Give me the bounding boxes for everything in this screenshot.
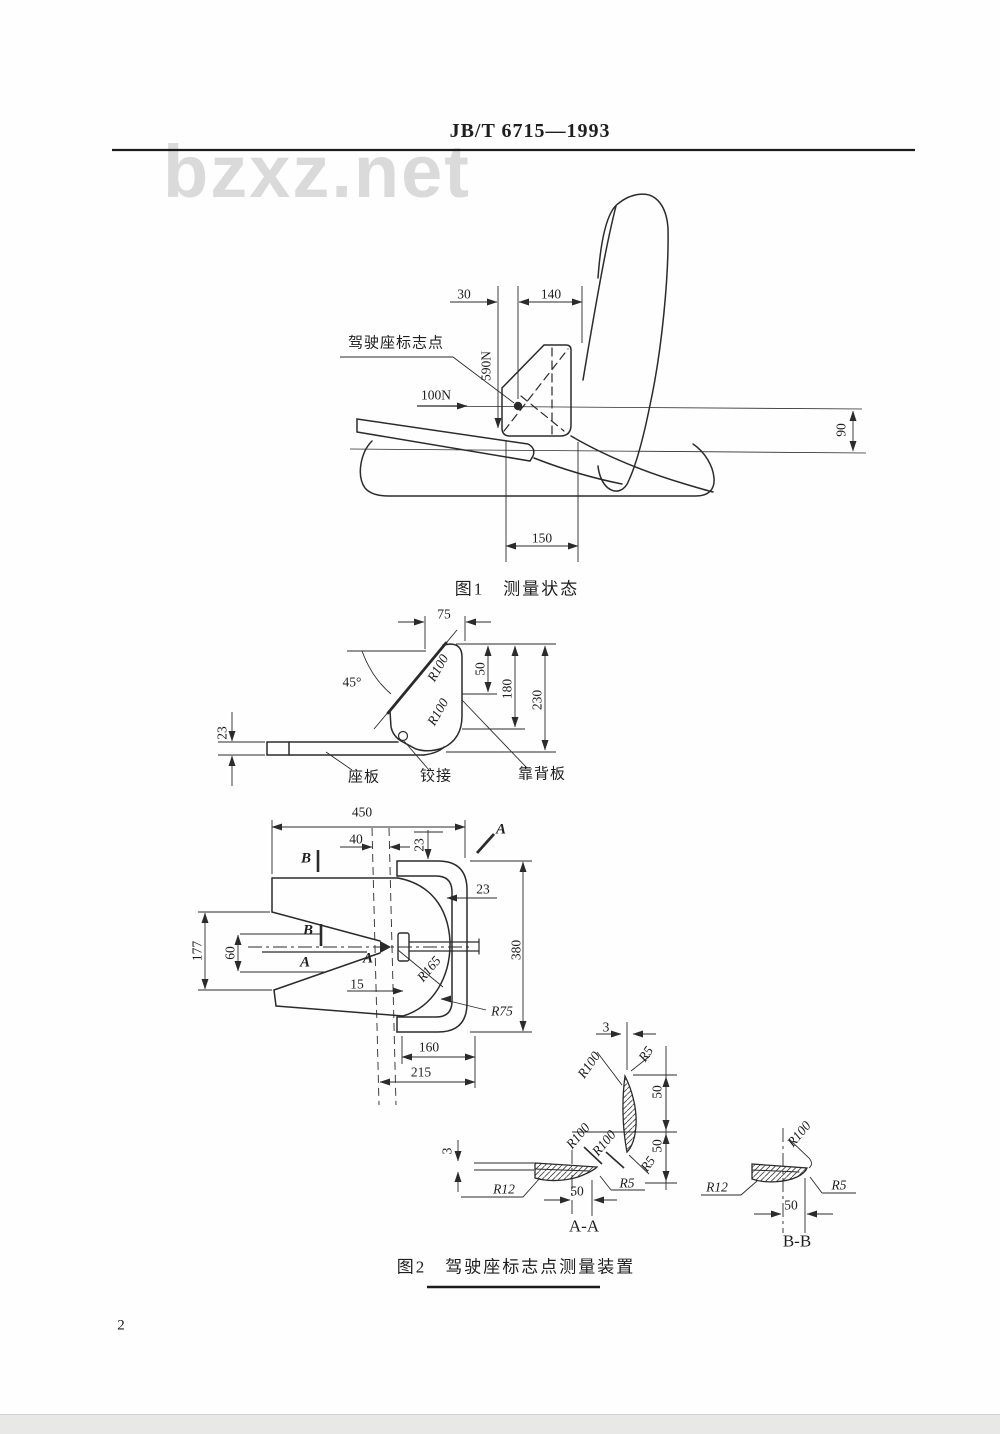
r5-top-leader bbox=[630, 1055, 651, 1072]
backrest-board-leader bbox=[461, 699, 528, 769]
fig2c-dim-50-bottom: 50 bbox=[570, 1183, 584, 1199]
r12-leader bbox=[461, 1177, 541, 1198]
fig2a-label-hinge: 铰接 bbox=[419, 768, 453, 785]
fig1-dim-140: 140 bbox=[540, 286, 562, 302]
fig2b-section-a-left: A bbox=[299, 954, 311, 971]
seat-lens-section-aa bbox=[534, 1162, 599, 1182]
angle-arc bbox=[361, 650, 392, 695]
section-a-tick-topright bbox=[475, 833, 496, 854]
page-number: 2 bbox=[117, 1317, 125, 1334]
fig1-dim-150: 150 bbox=[531, 530, 553, 546]
backrest-channel-outer bbox=[396, 860, 468, 1033]
scan-bottom-band bbox=[0, 1414, 1000, 1434]
fig2b-dim-380: 380 bbox=[508, 939, 524, 961]
section-aa-title: A-A bbox=[568, 1216, 600, 1236]
fig2d-dim-50: 50 bbox=[784, 1197, 798, 1213]
fig2b-dim-177: 177 bbox=[189, 940, 205, 962]
hinge-circle bbox=[397, 730, 409, 742]
fig2b-dim-23-right: 23 bbox=[476, 881, 490, 897]
r75-leader bbox=[440, 995, 487, 1011]
watermark: bzxz.net bbox=[163, 130, 471, 213]
section-bb-title: B-B bbox=[782, 1231, 812, 1251]
figure2-section-aa-dims bbox=[454, 1022, 677, 1216]
r100-leader bbox=[788, 1138, 812, 1169]
fig2c-dim-50-lower: 50 bbox=[649, 1139, 665, 1153]
fig2d-r5: R5 bbox=[831, 1177, 847, 1193]
fig2b-dim-160: 160 bbox=[418, 1039, 440, 1055]
fig1-force-590n: 590N bbox=[478, 351, 494, 381]
figure2-section-aa bbox=[534, 1073, 637, 1182]
figure2-caption: 图2 驾驶座标志点测量装置 bbox=[396, 1257, 636, 1277]
r5-bottom-leader bbox=[628, 1154, 650, 1175]
figure1-drawing bbox=[356, 193, 715, 497]
notch-lower-edge bbox=[273, 952, 381, 991]
figure2-side-view-dims bbox=[218, 616, 556, 786]
fig2c-dim-50-upper: 50 bbox=[649, 1085, 665, 1099]
figure2-plan-view bbox=[271, 860, 480, 1033]
fig2a-label-backrest-board: 靠背板 bbox=[517, 766, 567, 783]
fig2c-r5-tip: R5 bbox=[619, 1175, 635, 1191]
notch-upper-edge bbox=[271, 911, 381, 942]
fig1-force-100n: 100N bbox=[421, 387, 451, 403]
fig1-dim-90: 90 bbox=[833, 423, 849, 437]
seat-backrest bbox=[597, 193, 669, 492]
figure1-caption: 图1 测量状态 bbox=[454, 579, 580, 599]
fig1-dim-30: 30 bbox=[457, 286, 471, 302]
cushion-fold-curve bbox=[533, 457, 623, 485]
fig2a-dim-23: 23 bbox=[214, 726, 230, 740]
figure2-section-bb bbox=[751, 1163, 808, 1183]
figure2-plan-view-dims bbox=[198, 820, 532, 1106]
fig2b-section-a-topright: A bbox=[495, 821, 507, 838]
seat-board-arc-r165 bbox=[397, 877, 451, 1017]
fig2a-dim-75: 75 bbox=[437, 606, 451, 622]
page-title: JB/T 6715—1993 bbox=[449, 120, 611, 142]
figure1-dimensions bbox=[340, 286, 867, 562]
r165-leader bbox=[397, 949, 444, 988]
fig2b-dim-60: 60 bbox=[222, 946, 238, 960]
cushion-bolster-curve bbox=[570, 435, 714, 493]
fig2b-dim-15: 15 bbox=[350, 976, 364, 992]
r100-top-leader bbox=[596, 1051, 623, 1086]
header-rule bbox=[112, 148, 915, 1289]
backrest-lens-section bbox=[622, 1073, 637, 1154]
seat-pan-board bbox=[356, 418, 535, 462]
r100-mid-leader-right bbox=[605, 1151, 625, 1169]
fig2a-angle-45: 45° bbox=[342, 674, 362, 690]
fig2a-dim-50: 50 bbox=[472, 662, 488, 676]
measuring-device-box bbox=[501, 344, 572, 437]
fig2b-dim-23-top: 23 bbox=[411, 838, 427, 852]
fig2c-r12: R12 bbox=[493, 1181, 515, 1197]
fig2b-dim-450: 450 bbox=[351, 804, 373, 820]
fig2a-dim-230: 230 bbox=[529, 689, 545, 711]
fig2a-label-seat-board: 座板 bbox=[347, 769, 381, 786]
seat-lens-section-bb bbox=[751, 1163, 808, 1183]
fig2b-dim-215: 215 bbox=[410, 1064, 432, 1080]
fig2a-dim-180: 180 bbox=[499, 678, 515, 700]
seat-cushion bbox=[359, 440, 715, 497]
seat-backrest-front-edge bbox=[582, 205, 617, 381]
hinge-leader bbox=[403, 740, 430, 771]
seat-mark-point bbox=[513, 401, 523, 411]
fig2b-section-b-mid: B bbox=[302, 922, 314, 939]
fig2c-dim-3-left: 3 bbox=[439, 1147, 455, 1155]
fig2c-dim-3-top: 3 bbox=[602, 1019, 610, 1035]
r12-leader bbox=[701, 1180, 758, 1196]
fig2b-r75: R75 bbox=[491, 1003, 513, 1019]
fig2d-r12: R12 bbox=[706, 1179, 728, 1195]
mark-point-leader bbox=[340, 356, 515, 404]
fig1-mark-point-callout: 驾驶座标志点 bbox=[347, 335, 445, 352]
fig2b-dim-40: 40 bbox=[349, 831, 363, 847]
r100-mid-leader-left bbox=[583, 1146, 603, 1165]
figure2-section-bb-dims bbox=[701, 1128, 856, 1233]
fig2b-section-a-mid: A bbox=[362, 950, 374, 967]
seat-board-leader bbox=[325, 751, 353, 771]
fig2b-section-b-top: B bbox=[300, 850, 312, 867]
backrest-channel-inner bbox=[396, 875, 453, 1018]
